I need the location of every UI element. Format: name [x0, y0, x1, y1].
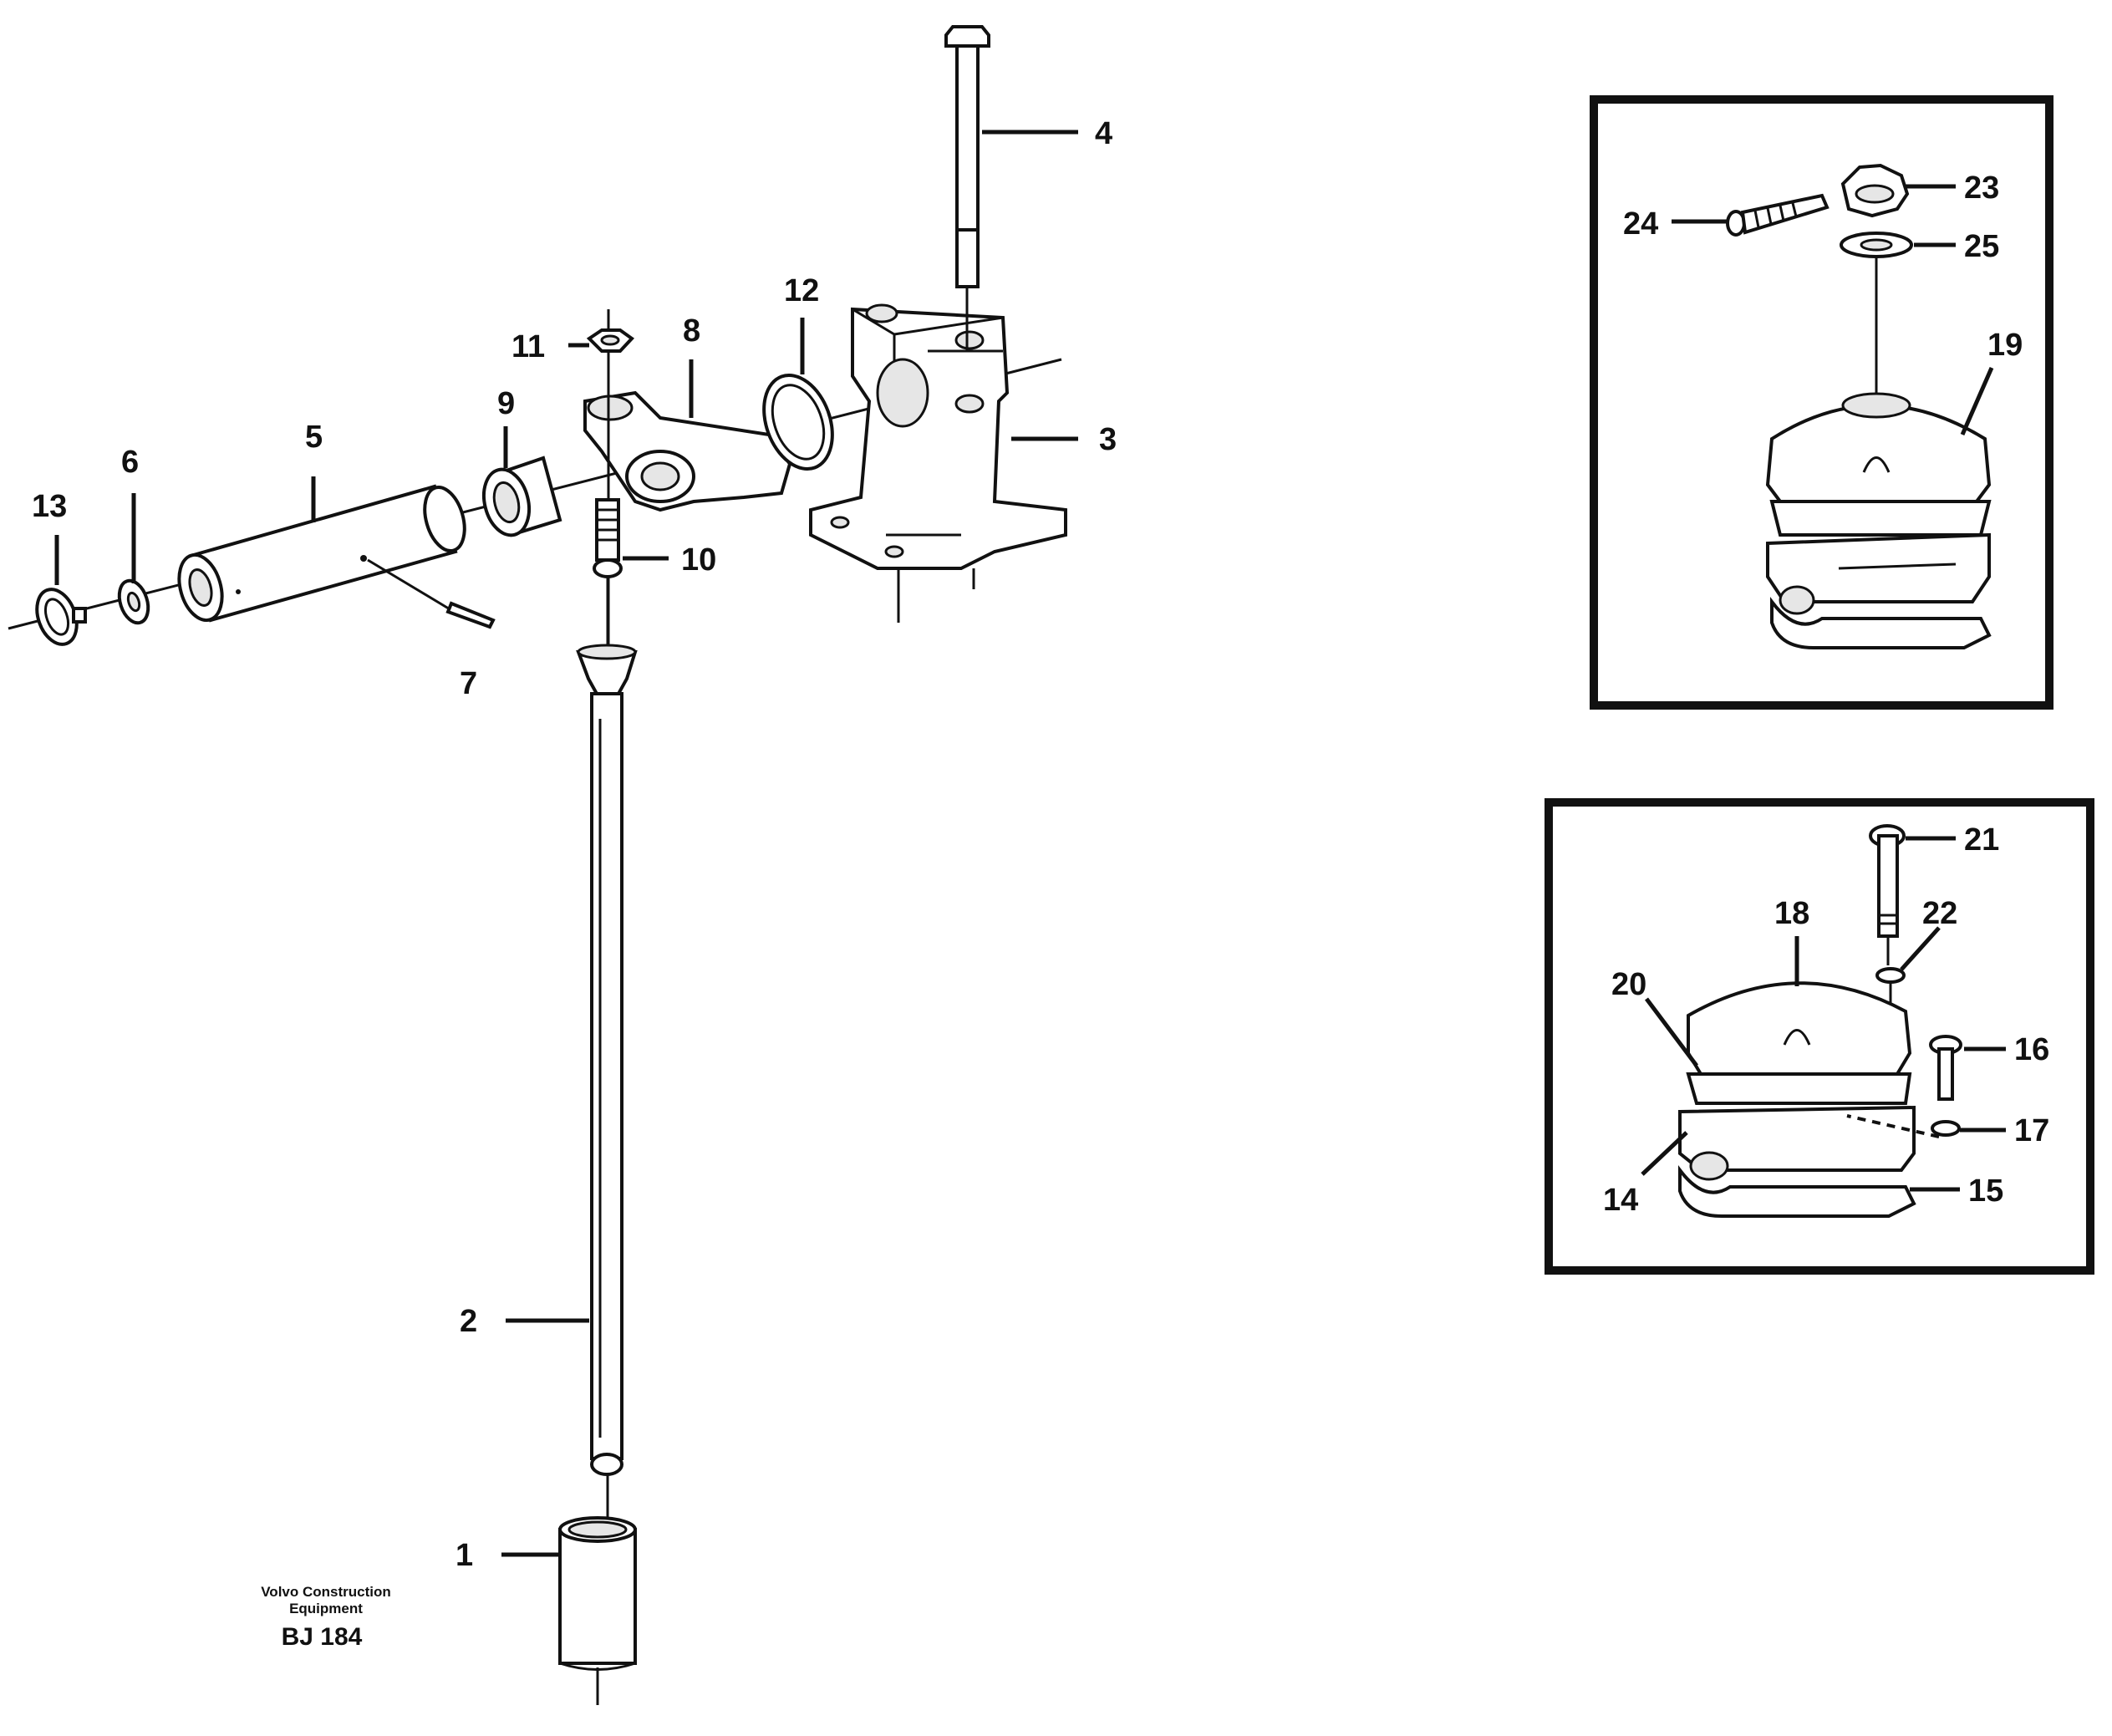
callout-14: 14: [1603, 1183, 1638, 1218]
callout-8: 8: [683, 313, 700, 349]
callout-19: 19: [1987, 328, 2023, 363]
part-4-bolt: [944, 25, 990, 351]
callout-1: 1: [455, 1538, 473, 1573]
callout-21: 21: [1964, 822, 1999, 858]
callout-3: 3: [1099, 422, 1117, 457]
inset-lower-leader-lines: [1641, 836, 2006, 1192]
part-23-knob: [1840, 163, 1910, 218]
part-18-valve-cover: [1687, 981, 1912, 1076]
callout-5: 5: [305, 420, 323, 455]
callout-12: 12: [784, 273, 819, 308]
part-12-o-ring: [762, 373, 834, 471]
part-20-gasket: [1686, 1072, 1912, 1105]
callout-6: 6: [121, 445, 139, 480]
callout-13: 13: [32, 489, 67, 524]
callout-24: 24: [1623, 206, 1658, 242]
callout-18: 18: [1774, 896, 1809, 931]
callout-9: 9: [497, 386, 515, 421]
figure-code: BJ 184: [282, 1623, 363, 1651]
part-19-valve-cover-assembly: [1765, 392, 1992, 649]
part-7-pin: [367, 558, 496, 629]
part-8-rocker-arm: [583, 390, 792, 512]
main-leader-lines: [54, 130, 1078, 1557]
part-6-washer: [117, 578, 150, 625]
inset-upper-leader-lines: [1672, 184, 1994, 436]
callout-7: 7: [460, 666, 477, 701]
inset-frame-upper: [1590, 95, 2053, 710]
part-24-screw: [1726, 193, 1830, 237]
part-16-screw: [1929, 1035, 1962, 1101]
part-3-rocker-bracket: [809, 303, 1067, 623]
part-11-nut: [586, 309, 635, 401]
callout-20: 20: [1611, 967, 1646, 1002]
callout-23: 23: [1964, 171, 1999, 206]
callout-16: 16: [2014, 1032, 2049, 1067]
part-13-circlip: [35, 588, 87, 646]
part-9-bushing: [481, 456, 562, 537]
callout-2: 2: [460, 1304, 477, 1339]
callout-4: 4: [1095, 116, 1112, 151]
manufacturer-line-2: Equipment: [289, 1601, 363, 1616]
part-5-rocker-shaft: [177, 484, 466, 623]
callout-25: 25: [1964, 229, 1999, 264]
inset-frame-lower: [1545, 798, 2094, 1275]
part-21-bolt: [1869, 824, 1906, 965]
callout-17: 17: [2014, 1113, 2049, 1148]
callout-10: 10: [681, 542, 716, 578]
callout-22: 22: [1922, 896, 1957, 931]
part-1-tappet: [558, 1516, 637, 1705]
part-2-push-rod: [576, 577, 638, 1530]
callout-15: 15: [1968, 1173, 2003, 1209]
part-15-gasket: [1678, 1165, 1916, 1218]
part-25-washer: [1840, 232, 1913, 393]
part-17-washer: [1846, 1114, 1961, 1138]
callout-11: 11: [511, 329, 545, 364]
part-14-cylinder-head-cover: [1678, 1105, 1916, 1181]
manufacturer-line-1: Volvo Construction: [261, 1584, 391, 1600]
